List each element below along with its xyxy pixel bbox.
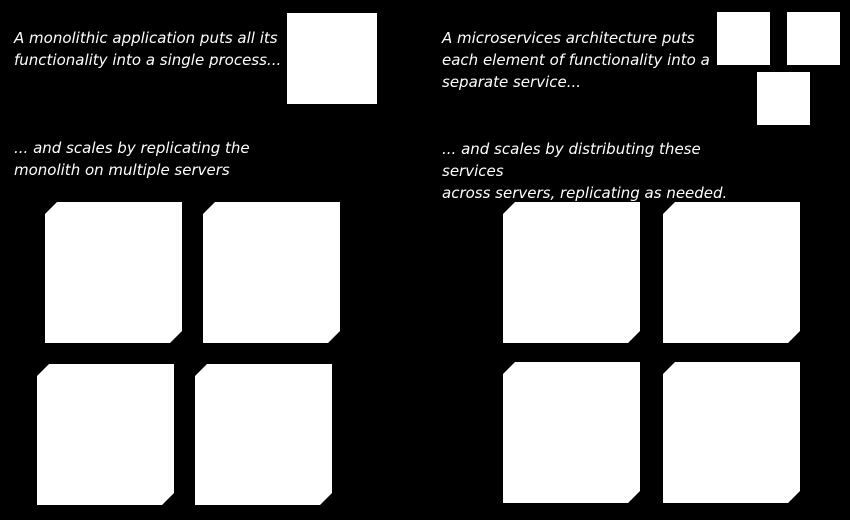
service-box <box>787 12 840 65</box>
service-box <box>717 12 770 65</box>
monolith-process-box <box>287 13 377 104</box>
microservices-server-box <box>503 362 640 503</box>
microservices-server-box <box>663 362 800 503</box>
monolith-caption: A monolithic application puts all its fu… <box>14 29 282 69</box>
monolith-scale-caption: ... and scales by replicating the monoli… <box>14 139 250 179</box>
microservices-server-box <box>503 202 640 343</box>
microservices-server-box <box>663 202 800 343</box>
microservices-caption: A microservices architecture puts each e… <box>442 29 710 91</box>
service-box <box>757 72 810 125</box>
monolith-server-box <box>203 202 340 343</box>
monolith-server-box <box>45 202 182 343</box>
monolith-server-box <box>37 364 174 505</box>
monolith-server-box <box>195 364 332 505</box>
microservices-scale-caption: ... and scales by distributing these ser… <box>442 140 728 202</box>
